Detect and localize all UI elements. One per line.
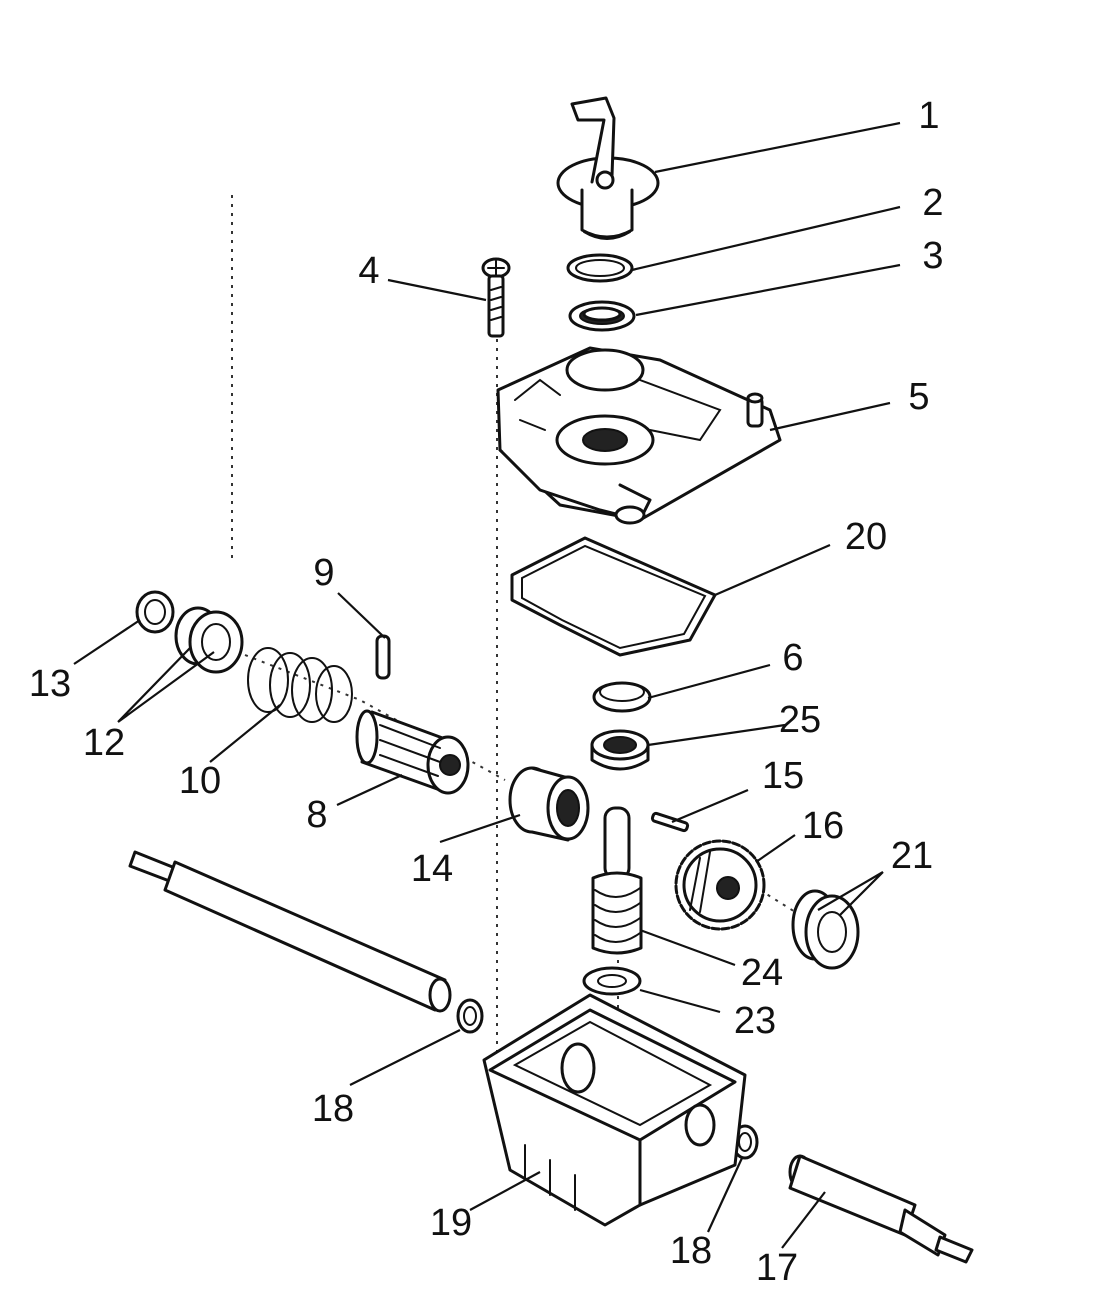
callout-8: 8 [306,794,327,836]
callout-17: 17 [756,1247,798,1289]
part-17-axle-shaft-right [788,1154,974,1264]
callout-2: 2 [922,182,943,224]
part-18-o-ring-left [456,998,484,1034]
part-4-screw [481,257,511,338]
part-13-washer [135,590,175,634]
callout-24: 24 [741,952,783,994]
callout-20: 20 [845,516,887,558]
part-axle-shaft-left [128,850,452,1013]
callout-9: 9 [313,552,334,594]
callout-6: 6 [782,637,803,679]
callout-13: 13 [29,663,71,705]
callout-18-right: 18 [670,1230,712,1272]
callout-4: 4 [358,250,379,292]
callout-5: 5 [908,376,929,418]
part-15-key [650,811,690,833]
callout-12: 12 [83,722,125,764]
part-1-shift-lever [556,96,660,240]
callout-16: 16 [802,805,844,847]
callout-15: 15 [762,755,804,797]
part-9-pin [375,634,391,680]
part-24-worm-shaft [591,806,643,955]
part-19-gearbox-housing [482,993,747,1227]
callout-14: 14 [411,848,453,890]
part-25-bearing [590,729,650,771]
part-2-snap-ring [566,253,634,283]
callout-21: 21 [891,835,933,877]
part-23-thrust-washer [582,966,642,996]
part-21-flanged-bushings [791,889,860,970]
part-8-splined-sleeve [355,709,470,795]
leader-lines [73,121,901,1249]
callout-23: 23 [734,1000,776,1042]
part-3-seal [568,300,636,332]
assembly-axes [231,195,801,1130]
part-14-splined-collar [508,766,590,842]
part-20-gasket [510,536,717,657]
part-5-gearbox-cover [496,346,782,525]
part-6-bushing [592,681,652,713]
callout-19: 19 [430,1202,472,1244]
part-12-spacers [174,606,244,674]
callout-25: 25 [779,699,821,741]
callout-10: 10 [179,760,221,802]
callout-3: 3 [922,235,943,277]
part-16-gear [674,839,766,931]
callout-labels: 1 2 3 4 5 20 9 6 25 13 12 10 8 15 16 14 … [29,95,944,1289]
callout-18-left: 18 [312,1088,354,1130]
callout-1: 1 [918,95,939,137]
part-10-spring [247,647,353,723]
